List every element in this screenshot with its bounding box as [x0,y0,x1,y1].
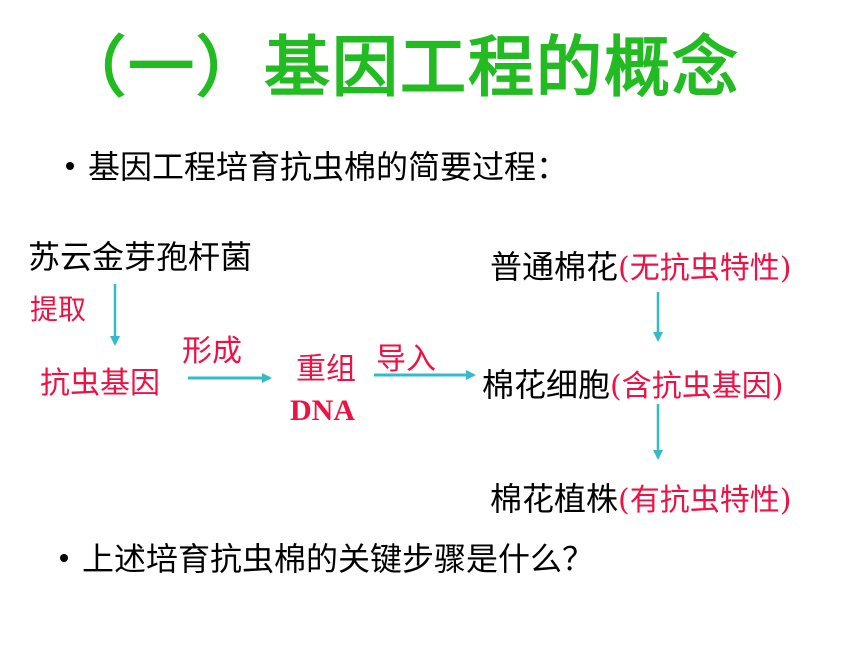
cotton-row: 普通棉花(无抗虫特性) [490,242,791,288]
bullet-question-text: 上述培育抗虫棉的关键步骤是什么？ [82,540,595,578]
cotton-note: (无抗虫特性) [618,251,792,286]
import-label: 导入 [376,342,436,377]
bullet-dot [66,161,74,170]
source-bacterium: 苏云金芽孢杆菌 [28,238,253,276]
gene-node: 抗虫基因 [40,366,160,401]
dna-label: DNA [290,394,355,427]
bullet-intro-text: 基因工程培育抗虫棉的简要过程： [88,148,569,186]
plant-row: 棉花植株(有抗虫特性) [490,474,791,520]
bullet-intro: 基因工程培育抗虫棉的简要过程： [66,142,568,188]
cell-note: (含抗虫基因) [610,369,784,404]
cell-row: 棉花细胞(含抗虫基因) [482,360,783,406]
plant-note: (有抗虫特性) [618,483,792,518]
recombined-node: 重组 [296,352,356,387]
plant-node: 棉花植株 [490,480,619,518]
bullet-question: 上述培育抗虫棉的关键步骤是什么？ [60,534,594,580]
page-title: （一）基因工程的概念 [60,29,740,106]
cotton-node: 普通棉花 [490,248,619,286]
form-label: 形成 [182,334,242,369]
bullet-dot [60,553,68,562]
cell-node: 棉花细胞 [482,366,611,404]
extract-label: 提取 [30,293,87,326]
